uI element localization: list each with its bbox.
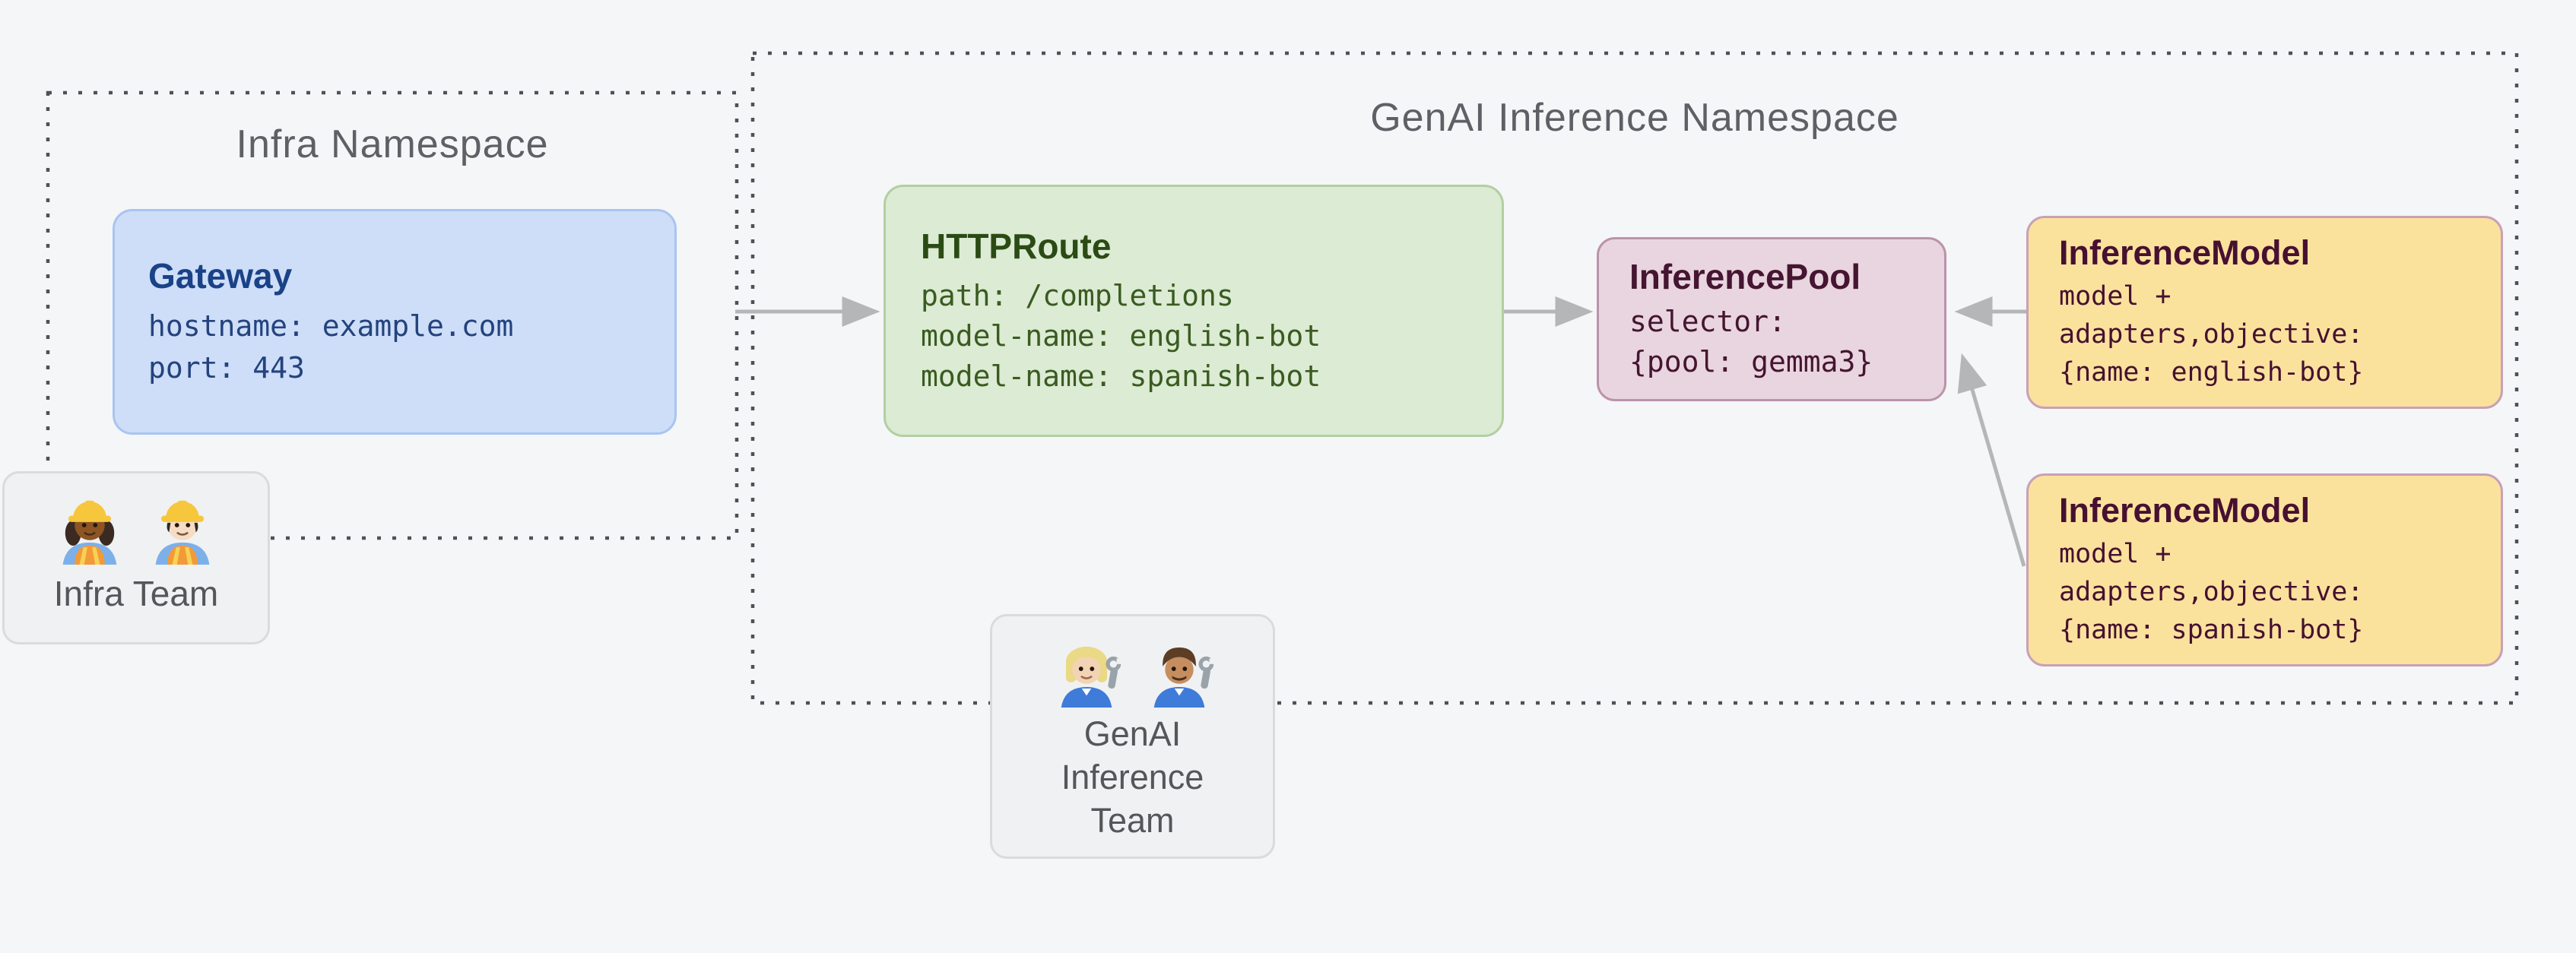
httproute-title: HTTPRoute — [921, 226, 1112, 266]
gateway-hostname: hostname: example.com — [148, 309, 514, 343]
httproute-path: path: /completions — [921, 278, 1234, 312]
genai-namespace-border — [750, 51, 2519, 705]
inference-model-spanish-title: InferenceModel — [2059, 491, 2311, 530]
infra-team-avatars — [50, 486, 222, 565]
infra-team-label: Infra Team — [53, 574, 219, 613]
model-english-line-3: {name: english-bot} — [2059, 357, 2364, 388]
model-english-line-2: adapters,objective: — [2059, 319, 2364, 350]
genai-team-card: GenAI Inference Team — [990, 614, 1275, 859]
genai-team-label-line-3: Team — [1090, 801, 1175, 840]
gateway-title: Gateway — [148, 255, 293, 296]
httproute-model-english: model-name: english-bot — [921, 318, 1321, 353]
inference-pool-title: InferencePool — [1629, 257, 1861, 296]
man-mechanic-emoji — [1153, 647, 1216, 708]
genai-team-label-line-1: GenAI — [1083, 714, 1182, 753]
inference-pool-node: InferencePool selector: {pool: gemma3} — [1597, 237, 1946, 401]
infra-team-card: Infra Team — [2, 471, 270, 644]
gateway-node: Gateway hostname: example.com port: 443 — [113, 209, 677, 435]
httproute-node: HTTPRoute path: /completions model-name:… — [884, 185, 1504, 437]
inference-model-spanish-node: InferenceModel model + adapters,objectiv… — [2026, 473, 2503, 666]
httproute-model-spanish: model-name: spanish-bot — [921, 359, 1321, 393]
model-spanish-line-1: model + — [2059, 539, 2172, 569]
inference-model-english-node: InferenceModel model + adapters,objectiv… — [2026, 216, 2503, 409]
infra-namespace-border — [46, 90, 739, 540]
model-english-line-1: model + — [2059, 281, 2172, 312]
model-spanish-line-3: {name: spanish-bot} — [2059, 615, 2364, 645]
genai-team-label-line-2: Inference — [1061, 758, 1204, 796]
woman-mechanic-emoji — [1061, 646, 1123, 708]
genai-namespace-title: GenAI Inference Namespace — [1370, 96, 1899, 140]
man-construction-worker-emoji — [155, 500, 210, 565]
genai-team-avatars — [1047, 628, 1219, 708]
inference-model-english-title: InferenceModel — [2059, 233, 2311, 272]
gateway-port: port: 443 — [148, 350, 305, 385]
woman-construction-worker-emoji — [62, 500, 117, 565]
model-spanish-line-2: adapters,objective: — [2059, 577, 2364, 607]
arrow-spanish-model-to-inferencepool — [1957, 353, 2026, 567]
inference-pool-value: {pool: gemma3} — [1629, 345, 1873, 378]
infra-namespace-title: Infra Namespace — [236, 122, 549, 166]
inference-pool-selector: selector: — [1629, 305, 1786, 338]
